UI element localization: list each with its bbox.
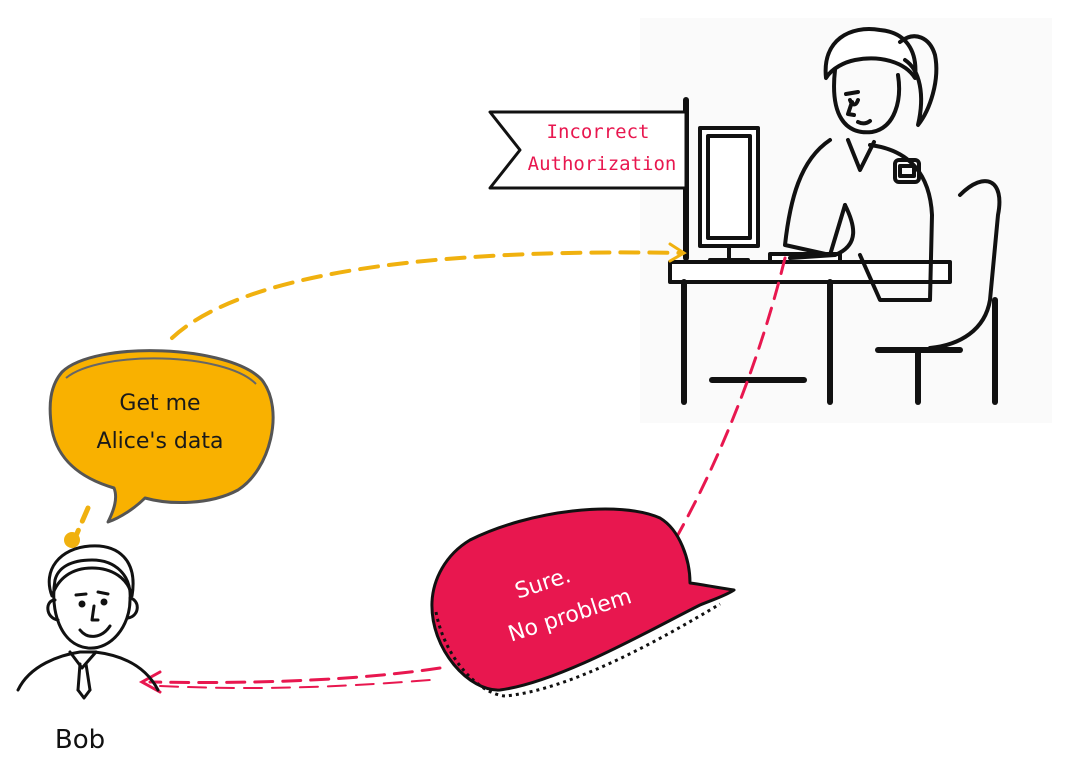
operator-at-desk-icon (640, 18, 1052, 423)
bob-name-label: Bob (55, 725, 105, 755)
request-bubble (48, 349, 275, 524)
request-arrow (64, 242, 687, 548)
response-arrow (138, 256, 787, 694)
request-arrow-start-dot (64, 532, 80, 548)
response-bubble (430, 507, 736, 698)
flag-icon (488, 110, 688, 190)
request-bubble-line2: Alice's data (97, 429, 224, 454)
request-bubble-line1: Get me (119, 391, 200, 416)
bob-avatar-icon (16, 544, 160, 700)
flag-label-line2: Authorization (528, 153, 677, 175)
flag-label-line1: Incorrect (547, 121, 650, 143)
